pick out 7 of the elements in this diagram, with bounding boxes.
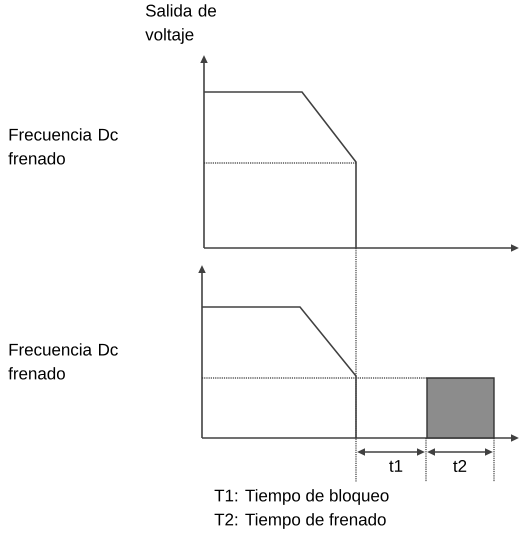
dimension-label: t1 [389, 460, 402, 472]
note: T1: Tiempo de bloqueo [214, 489, 389, 505]
note: T2: Tiempo de frenado [214, 513, 386, 529]
axis-label: Frecuencia Dc frenado [8, 128, 118, 165]
axis-label: Salida de voltaje [145, 4, 216, 44]
axis-label: Frecuencia Dc frenado [8, 343, 118, 380]
dimension-label: t2 [453, 460, 466, 472]
